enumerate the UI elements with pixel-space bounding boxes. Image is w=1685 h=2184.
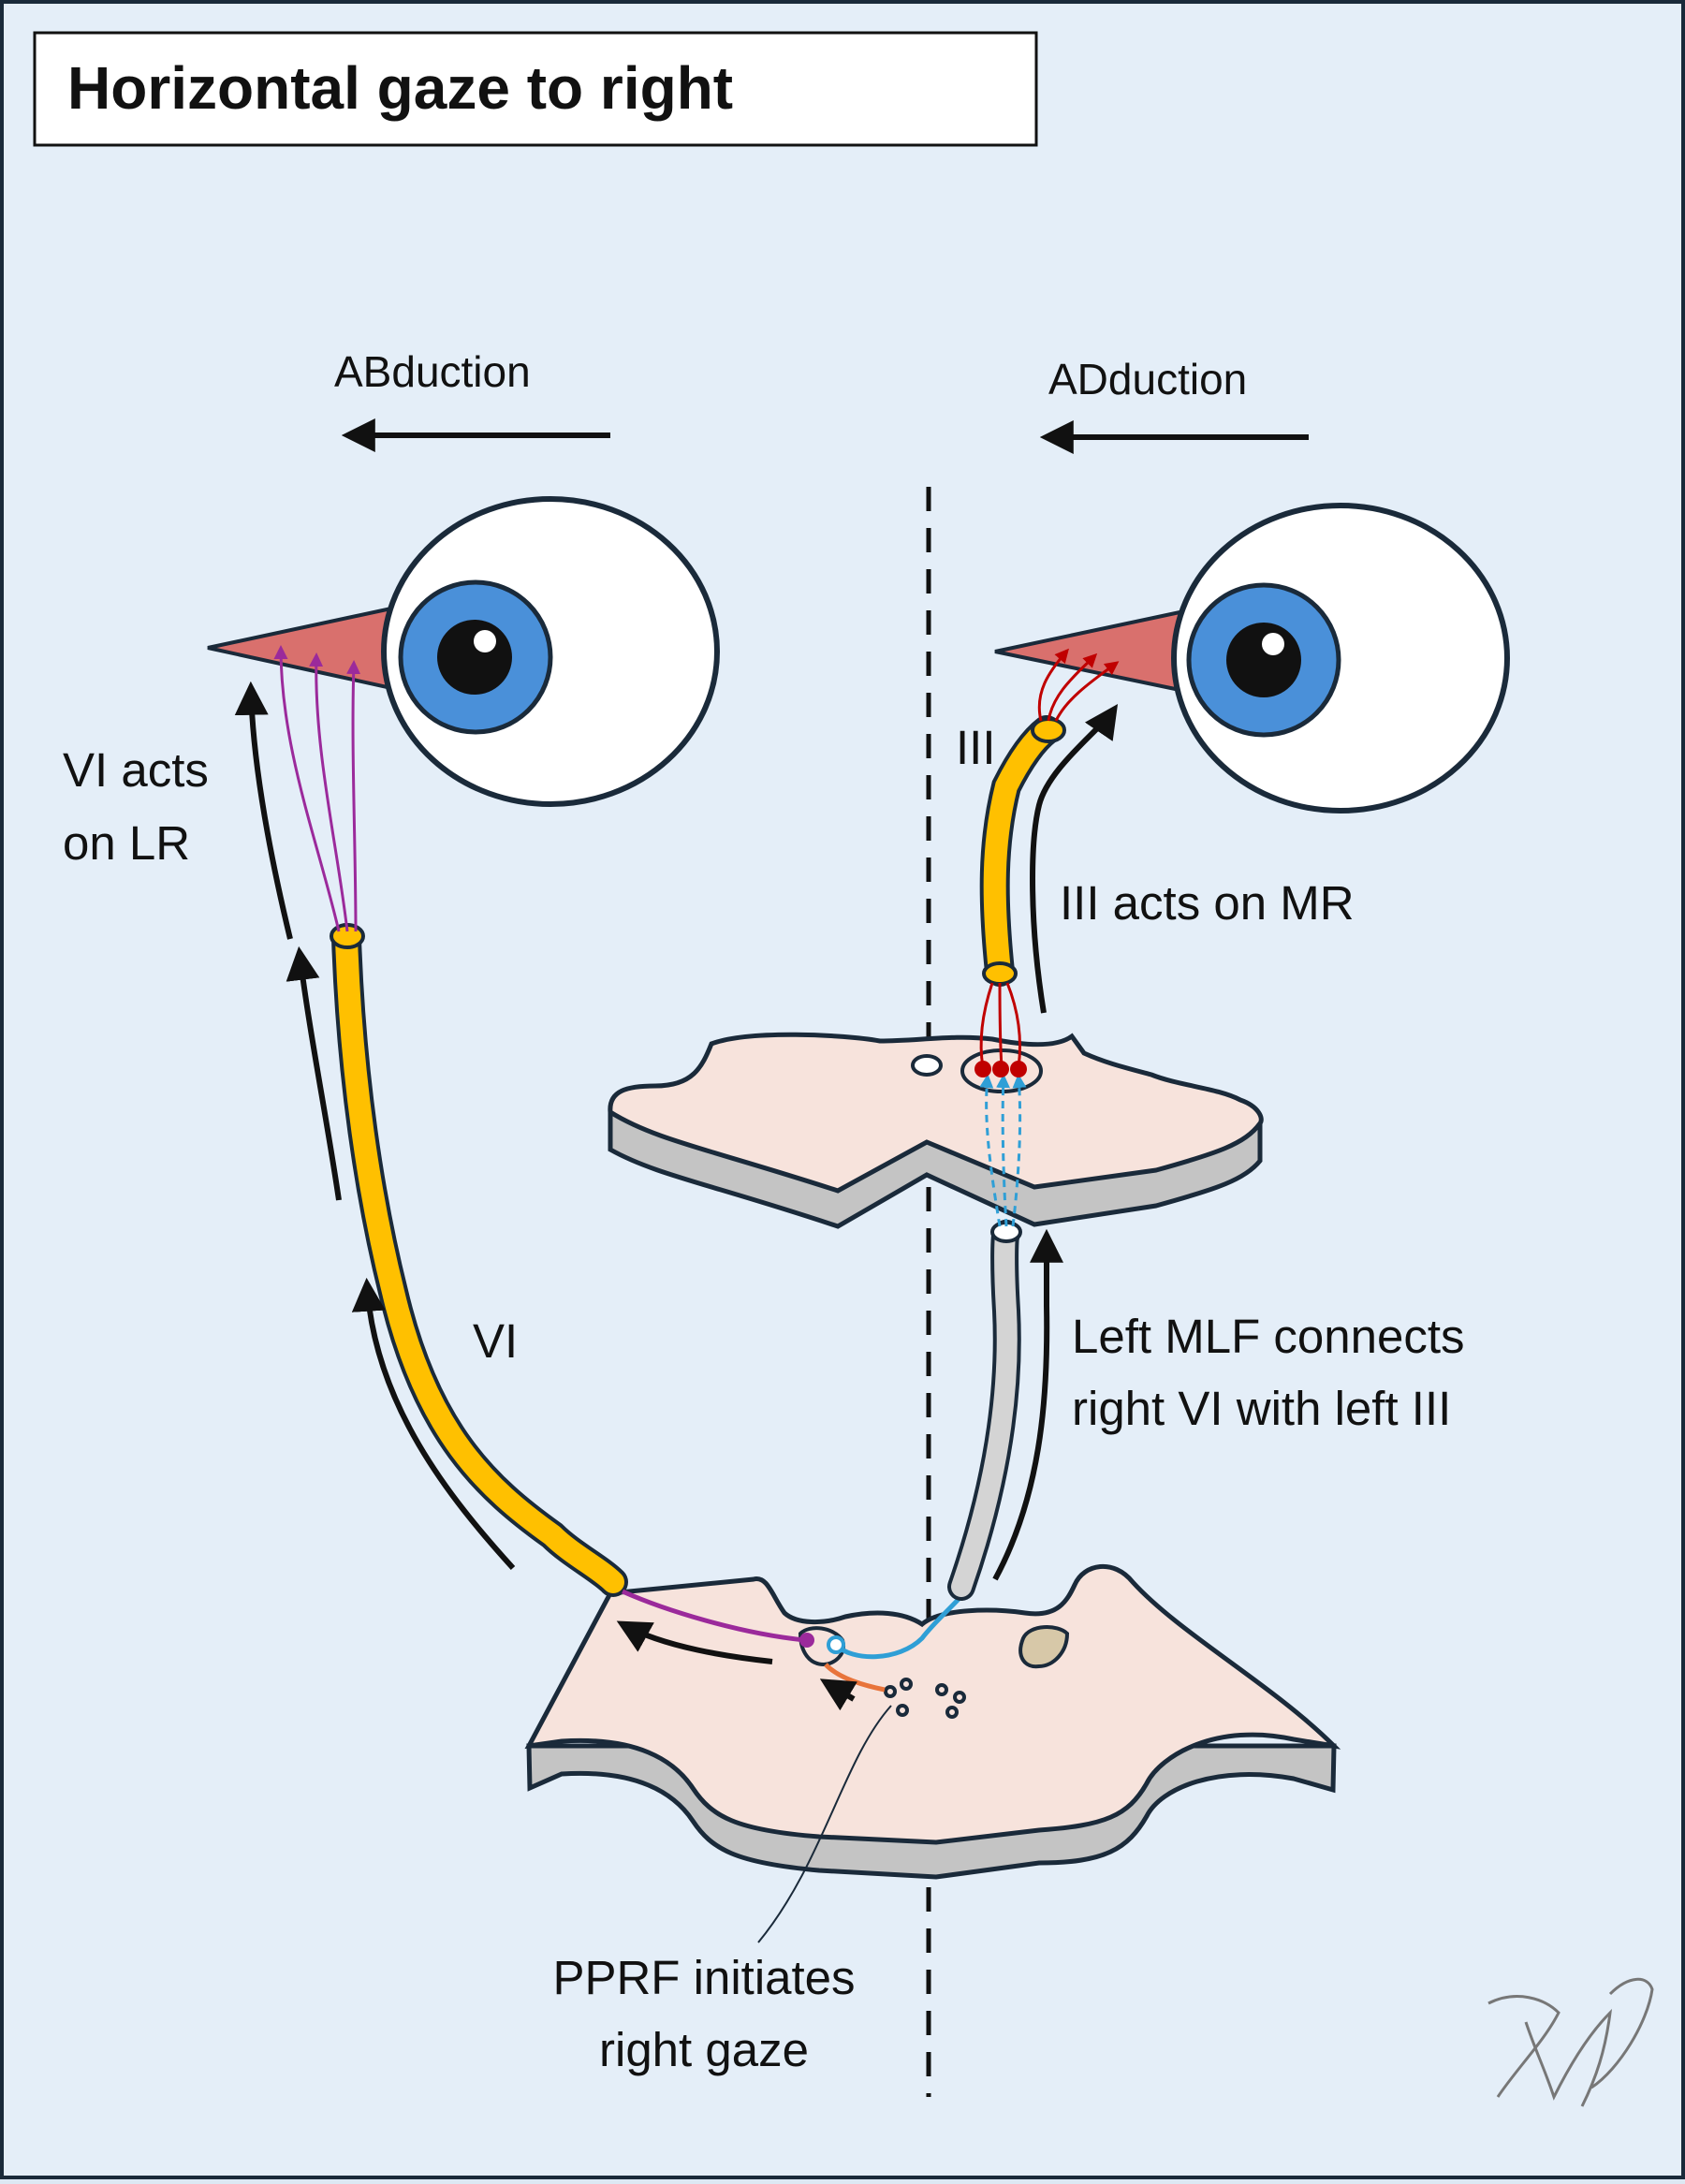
nerve-vi-label: VI — [473, 1314, 518, 1368]
left-eye — [994, 503, 1510, 814]
pupil — [437, 620, 512, 695]
pupil-highlight — [474, 630, 496, 652]
pprf-pointer — [757, 1705, 892, 1943]
vi-acts-label-1: VI acts — [63, 743, 209, 797]
pathway-arrows — [234, 681, 1119, 1711]
mlf-label-1: Left MLF connects — [1072, 1310, 1465, 1363]
title-box: Horizontal gaze to right — [33, 31, 1038, 147]
nerve-iii-label: III — [956, 721, 996, 774]
adduction-label: ADduction — [1048, 355, 1247, 403]
pupil — [1226, 623, 1301, 697]
pprf-label-1: PPRF initiates — [552, 1951, 855, 2004]
midbrain-section — [608, 1032, 1264, 1229]
cerebral-aqueduct — [911, 1054, 943, 1077]
vi-acts-label-2: on LR — [63, 816, 190, 870]
nerve-vi — [273, 645, 814, 1648]
iii-acts-label: III acts on MR — [1060, 876, 1355, 930]
left-abducens-nucleus — [1018, 1625, 1070, 1669]
left-mlf — [947, 1074, 1027, 1601]
signature-mark — [1487, 1977, 1654, 2107]
pprf-label-2: right gaze — [599, 2023, 809, 2076]
pupil-highlight — [1262, 633, 1284, 655]
mlf-label-2: right VI with left III — [1072, 1382, 1451, 1435]
abduction-label: ABduction — [334, 347, 531, 396]
pprf-cells — [884, 1678, 966, 1719]
right-eye — [207, 496, 720, 807]
nerve-iii — [974, 648, 1120, 1077]
pons-section — [524, 1564, 1341, 1880]
page-title: Horizontal gaze to right — [67, 54, 733, 122]
